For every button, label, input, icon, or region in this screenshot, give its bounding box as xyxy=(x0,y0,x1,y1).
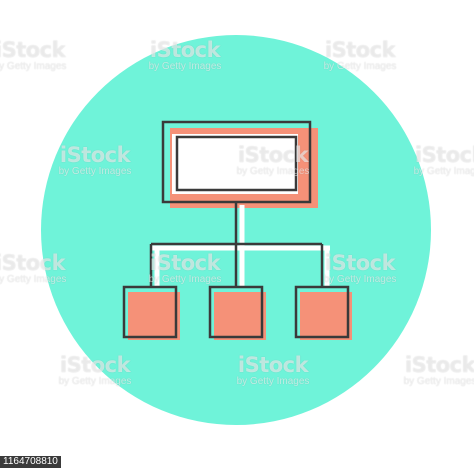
watermark-brand: iStock xyxy=(237,353,309,377)
watermark-credit: by Getty Images xyxy=(236,376,310,387)
watermark-brand: iStock xyxy=(59,143,131,167)
watermark-credit: by Getty Images xyxy=(0,61,67,72)
watermark-brand: iStock xyxy=(0,38,66,62)
watermark: iStock by Getty Images xyxy=(130,40,240,72)
watermark-credit: by Getty Images xyxy=(403,376,474,387)
watermark: iStock by Getty Images xyxy=(218,145,328,177)
watermark: iStock by Getty Images xyxy=(395,145,474,177)
watermark: iStock by Getty Images xyxy=(40,355,150,387)
connector-shadow xyxy=(150,205,330,287)
watermark-credit: by Getty Images xyxy=(323,274,397,285)
footer-bar xyxy=(0,450,474,474)
watermark-credit: by Getty Images xyxy=(148,274,222,285)
watermark-credit: by Getty Images xyxy=(148,61,222,72)
watermark-brand: iStock xyxy=(149,251,221,275)
watermark-brand: iStock xyxy=(404,353,474,377)
parent-box-inner-outline xyxy=(175,135,298,192)
watermark: iStock by Getty Images xyxy=(218,355,328,387)
watermark-credit: by Getty Images xyxy=(413,166,474,177)
watermark-brand: iStock xyxy=(324,251,396,275)
watermark: iStock by Getty Images xyxy=(305,253,415,285)
watermark-brand: iStock xyxy=(414,143,474,167)
watermark-brand: iStock xyxy=(324,38,396,62)
watermark-credit: by Getty Images xyxy=(0,274,67,285)
watermark-credit: by Getty Images xyxy=(323,61,397,72)
stock-id-label: 1164708810 xyxy=(0,456,61,468)
watermark-credit: by Getty Images xyxy=(58,376,132,387)
watermark-brand: iStock xyxy=(149,38,221,62)
watermark-brand: iStock xyxy=(59,353,131,377)
watermark: iStock by Getty Images xyxy=(130,253,240,285)
watermark-credit: by Getty Images xyxy=(236,166,310,177)
watermark-brand: iStock xyxy=(237,143,309,167)
watermark-brand: iStock xyxy=(0,251,66,275)
watermark: iStock by Getty Images xyxy=(40,145,150,177)
child-box-left xyxy=(122,285,180,340)
watermark: iStock by Getty Images xyxy=(305,40,415,72)
connector-lines xyxy=(149,202,324,287)
watermark: iStock by Getty Images xyxy=(0,253,85,285)
watermark-credit: by Getty Images xyxy=(58,166,132,177)
watermark: iStock by Getty Images xyxy=(385,355,474,387)
child-box-right xyxy=(294,285,352,340)
parent-box-inner xyxy=(172,134,298,194)
watermark: iStock by Getty Images xyxy=(0,40,85,72)
child-box-middle xyxy=(208,285,266,340)
